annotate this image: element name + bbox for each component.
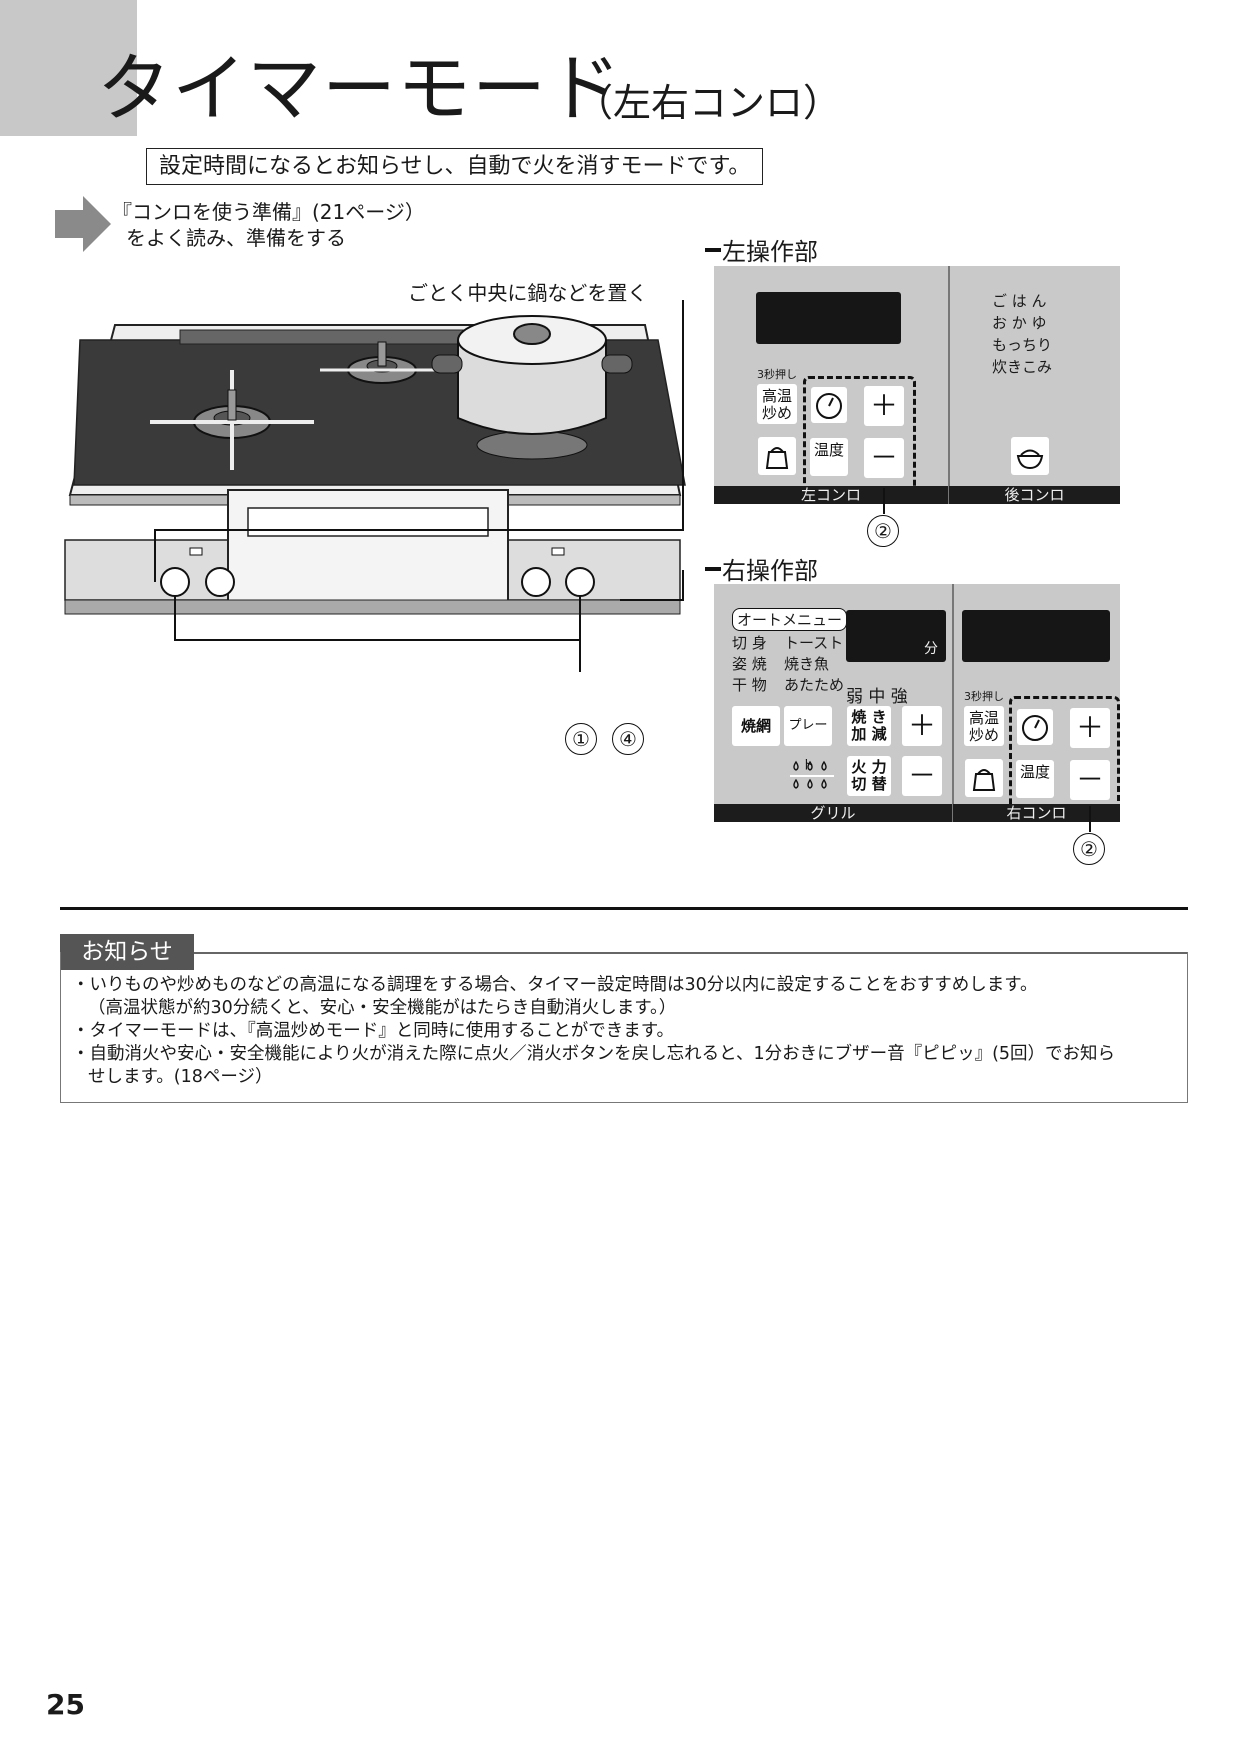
page-number: 25 xyxy=(46,1688,85,1721)
right-timer-highlight xyxy=(1009,696,1120,812)
left-minus-button[interactable]: － xyxy=(864,438,904,478)
left-knobs xyxy=(160,547,235,597)
right-temp-button[interactable]: 温度 xyxy=(1016,760,1054,798)
left-kettle-button[interactable] xyxy=(757,436,797,476)
marker-2-left: ② xyxy=(867,515,899,547)
right-panel-bar-left: グリル xyxy=(714,804,952,822)
left-timer-button[interactable] xyxy=(810,386,848,424)
grill-menu-himono: 干 物 xyxy=(732,676,767,694)
stove-illustration xyxy=(64,300,686,672)
left-burner xyxy=(150,370,314,470)
grill-menu-sugatayaki: 姿 焼 xyxy=(732,655,767,673)
notice-line-2: （高温状態が約30分続くと、安心・安全機能がはたらき自動消火します。） xyxy=(88,998,677,1018)
grill-menu-kirimi: 切 身 xyxy=(732,634,767,652)
callout-left-panel: 左操作部 xyxy=(722,238,818,266)
rice-menu-mocchiri: もっちり xyxy=(992,336,1053,354)
right-kettle-button[interactable] xyxy=(964,758,1004,798)
rice-menu-takikomi: 炊きこみ xyxy=(992,358,1053,376)
grill-net-button[interactable]: 焼網 xyxy=(732,706,780,746)
left-plus-button[interactable]: ＋ xyxy=(864,386,904,426)
callout-tick-right xyxy=(705,567,721,571)
notice-line-4: ・自動消火や安心・安全機能により火が消えた際に点火／消火ボタンを戻し忘れると、1… xyxy=(72,1044,1116,1064)
back-burner xyxy=(320,341,444,384)
notice-line-5: せします。(18ページ） xyxy=(88,1067,273,1087)
pot-label: ごとく中央に鍋などを置く xyxy=(408,281,648,305)
panel-divider xyxy=(948,266,950,504)
right-plus-button[interactable]: ＋ xyxy=(1070,708,1110,748)
marker-2-right: ② xyxy=(1073,833,1105,865)
right-minus-button[interactable]: － xyxy=(1070,760,1110,800)
right-timer-display xyxy=(962,610,1110,662)
page-title: タイマーモード xyxy=(97,46,622,132)
rice-menu-gohan: ご は ん xyxy=(992,292,1047,310)
grill-menu-atatame: あたため xyxy=(784,676,845,694)
arrow-right-icon xyxy=(55,196,111,252)
grill-yaki-kagen-button[interactable]: 焼 き 加 減 xyxy=(847,706,891,746)
left-panel-bar-right: 後コンロ xyxy=(949,486,1120,504)
grill-display xyxy=(846,610,946,662)
corner-tab xyxy=(0,0,137,136)
grill-display-unit: 分 xyxy=(924,641,938,657)
grill-strength-label: 弱 中 強 xyxy=(846,687,908,707)
left-timer-highlight xyxy=(803,376,916,492)
left-panel-bar-left: 左コンロ xyxy=(714,486,948,504)
prep-line-2: をよく読み、準備をする xyxy=(126,226,346,250)
notice-line-1: ・いりものや炒めものなどの高温になる調理をする場合、タイマー設定時間は30分以内… xyxy=(72,975,1038,995)
section-divider xyxy=(60,907,1188,910)
notice-top-rule xyxy=(194,952,1188,954)
grill-minus-button[interactable]: － xyxy=(902,756,942,796)
timer-icon xyxy=(1017,709,1053,745)
callout-right-panel: 右操作部 xyxy=(722,557,818,585)
kettle-icon xyxy=(965,759,1003,797)
left-timer-display xyxy=(756,292,901,344)
marker-2-leader-right xyxy=(1089,806,1091,832)
rice-bowl-icon xyxy=(1011,437,1049,475)
auto-menu-label: オートメニュー xyxy=(732,608,848,631)
right-knobs xyxy=(521,547,595,597)
rice-menu-okayu: お か ゆ xyxy=(992,314,1047,332)
left-high-temp-button[interactable]: 高温 炒め xyxy=(757,384,797,424)
prep-line-1: 『コンロを使う準備』(21ページ） xyxy=(112,200,425,224)
right-three-sec-label: 3秒押し xyxy=(964,690,1004,703)
timer-icon xyxy=(811,387,847,423)
pot-icon xyxy=(431,315,633,460)
grill-fire-switch-button[interactable]: 火 力 切 替 xyxy=(847,756,891,796)
left-three-sec-label: 3秒押し xyxy=(757,368,797,381)
lead-box: 設定時間になるとお知らせし、自動で火を消すモードです。 xyxy=(146,148,764,185)
right-high-temp-button[interactable]: 高温 炒め xyxy=(964,706,1004,746)
notice-title: お知らせ xyxy=(60,934,194,970)
right-timer-button[interactable] xyxy=(1016,708,1054,746)
page-subtitle: （左右コンロ） xyxy=(575,81,842,125)
notice-box xyxy=(60,952,1188,1103)
rice-cook-button[interactable] xyxy=(1010,436,1050,476)
grill-menu-yakizakana: 焼き魚 xyxy=(784,655,830,673)
panel-divider-right xyxy=(952,584,954,822)
kettle-icon xyxy=(758,437,796,475)
marker-1: ① xyxy=(565,723,597,755)
notice-line-3: ・タイマーモードは、『高温炒めモード』と同時に使用することができます。 xyxy=(72,1021,674,1041)
grill-plate-button[interactable]: プレート xyxy=(784,706,832,773)
marker-4: ④ xyxy=(612,723,644,755)
right-panel-bar-right: 右コンロ xyxy=(953,804,1120,822)
left-temp-button[interactable]: 温度 xyxy=(810,438,848,476)
grill-menu-toast: トースト xyxy=(784,634,844,652)
marker-2-leader-left xyxy=(883,488,885,514)
flame-level-icon xyxy=(790,760,834,789)
grill-plus-button[interactable]: ＋ xyxy=(902,706,942,746)
callout-tick-left xyxy=(705,248,721,252)
